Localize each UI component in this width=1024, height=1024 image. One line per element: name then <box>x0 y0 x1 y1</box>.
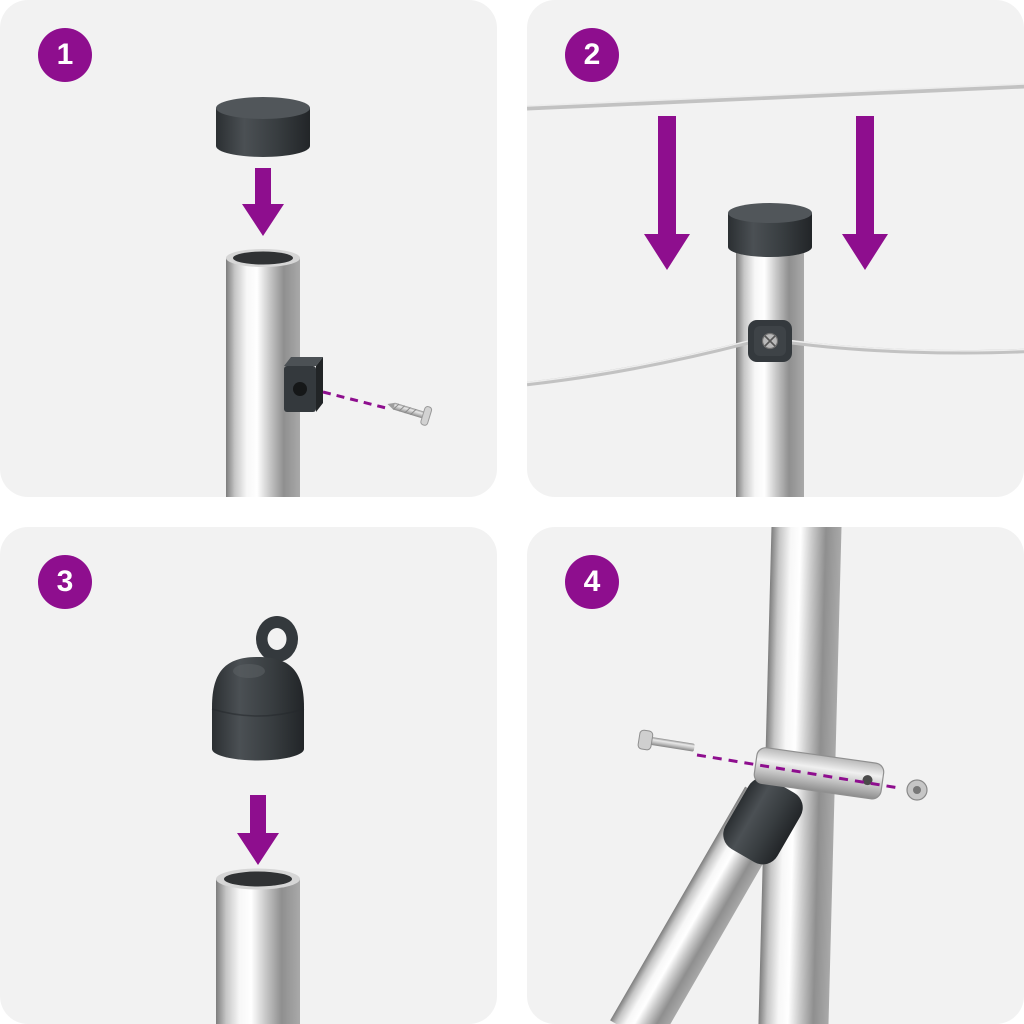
step-2-number: 2 <box>583 38 601 71</box>
brace-connector <box>723 777 803 865</box>
step-2-badge: 2 <box>565 28 619 82</box>
eyelet-cap <box>211 616 305 761</box>
screw-guide-dashed-line <box>322 390 391 411</box>
bolt-guide-dashed-line <box>696 753 900 790</box>
wire-clamp <box>284 357 323 412</box>
step-4-illustration <box>610 527 928 1024</box>
arrow-down-icon <box>242 168 284 236</box>
step-1-panel: 1 <box>0 0 497 497</box>
step-3-panel: 3 <box>0 527 497 1024</box>
step-3-illustration <box>211 616 305 1024</box>
step-4-panel: 4 <box>527 527 1024 1024</box>
post-cap <box>728 203 812 257</box>
step-2-illustration <box>527 83 1024 497</box>
arrow-down-left-icon <box>644 116 690 270</box>
step-1-illustration <box>216 97 433 497</box>
screw <box>387 402 433 426</box>
step-4-badge: 4 <box>565 555 619 609</box>
post <box>736 247 804 497</box>
bolt <box>637 729 695 752</box>
arrow-down-right-icon <box>842 116 888 270</box>
lower-wire <box>527 339 1024 387</box>
step-2-panel: 2 <box>527 0 1024 497</box>
step-4-number: 4 <box>583 565 601 598</box>
step-3-badge: 3 <box>38 555 92 609</box>
wire-clamp <box>748 320 792 362</box>
post-cap <box>216 97 310 157</box>
clamp-strap <box>753 747 885 800</box>
arrow-down-icon <box>237 795 279 865</box>
step-3-number: 3 <box>56 565 74 598</box>
step-1-badge: 1 <box>38 28 92 82</box>
step-1-number: 1 <box>56 38 74 71</box>
post <box>216 868 300 1024</box>
upper-wire <box>527 83 1024 111</box>
nut <box>906 779 928 801</box>
